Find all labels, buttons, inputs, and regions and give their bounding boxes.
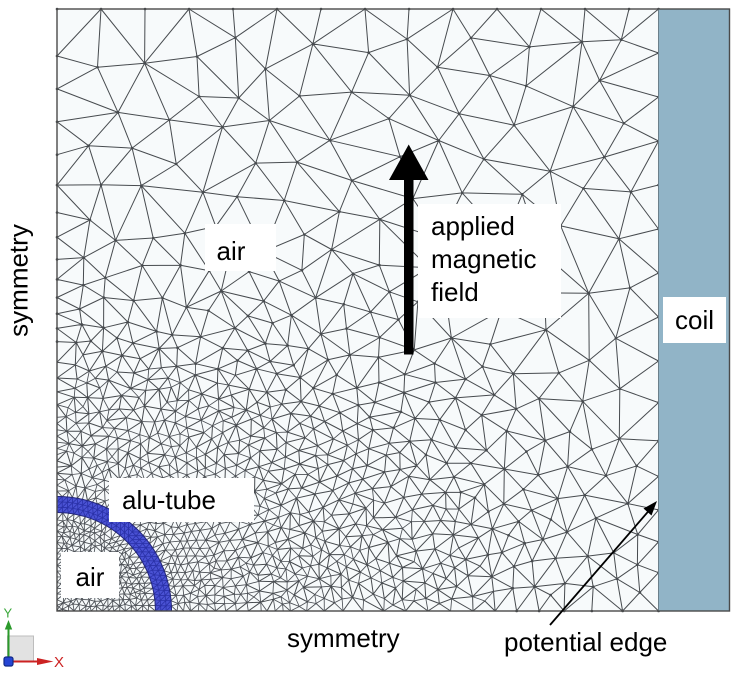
svg-text:Y: Y — [4, 606, 13, 621]
svg-text:X: X — [54, 654, 64, 671]
